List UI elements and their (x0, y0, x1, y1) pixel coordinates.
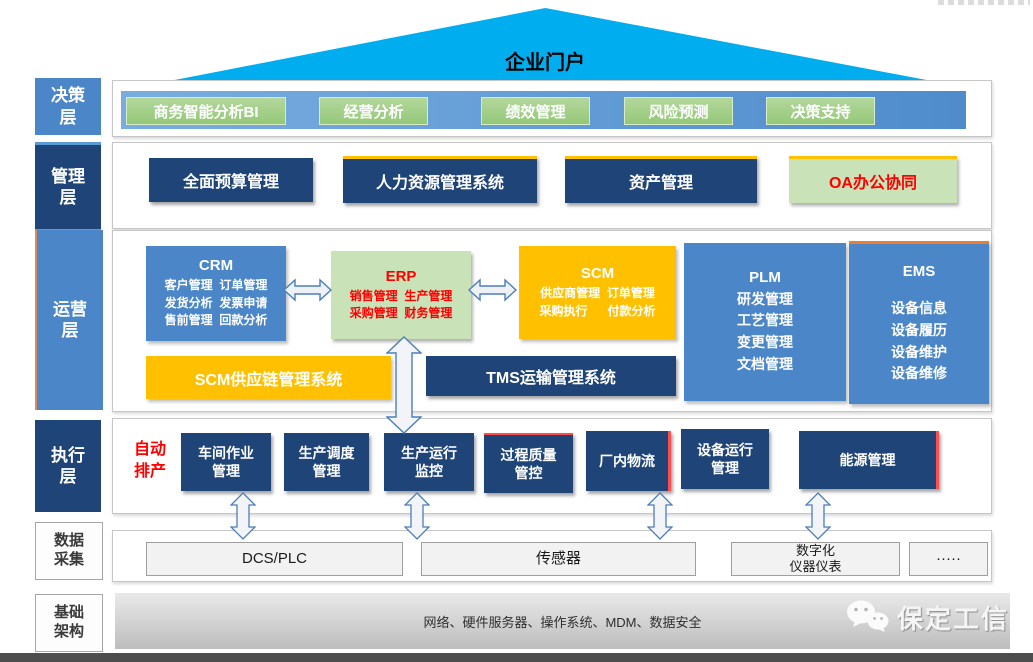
crm-title: CRM (198, 257, 234, 275)
ems-line: 设备履历 (891, 321, 947, 338)
ems-box: EMS 设备信息 设备履历 设备维护 设备维修 (849, 241, 989, 404)
erp-box: ERP 销售管理 生产管理 采购管理 财务管理 (331, 251, 471, 339)
exec-equipment: 设备运行 管理 (681, 429, 769, 489)
wechat-icon (847, 600, 889, 632)
erp-line: 销售管理 生产管理 (349, 288, 453, 303)
digital-instrument-box: 数字化 仪器仪表 (731, 542, 900, 576)
plm-title: PLM (749, 268, 781, 286)
ems-line: 设备信息 (891, 300, 947, 317)
plm-line: 变更管理 (737, 334, 793, 350)
layer-label-management: 管理 层 (35, 142, 101, 232)
sensor-box: 传感器 (421, 542, 696, 576)
exec-data-double-arrow-icon (805, 492, 831, 540)
exec-data-double-arrow-icon (647, 492, 673, 540)
crm-erp-double-arrow-icon (283, 278, 332, 302)
brand-logo: 保定工信 (845, 598, 1009, 636)
crm-line: 售前管理 回款分析 (164, 313, 268, 328)
data-collection-row: DCS/PLC 传感器 数字化 仪器仪表 ····· (112, 530, 992, 582)
brand-name: 保定工信 (897, 603, 1010, 634)
bottom-strip (0, 653, 1033, 662)
layer-label-infrastructure: 基础 架构 (35, 594, 103, 652)
plm-line: 研发管理 (737, 290, 793, 307)
decision-strip: 商务智能分析BI 经营分析 绩效管理 风险预测 决策支持 (121, 91, 966, 129)
exec-data-double-arrow-icon (230, 492, 256, 540)
execution-row: 自动 排产 车间作业 管理 生产调度 管理 生产运行 监控 过程质量 管控 厂内… (112, 418, 992, 514)
decision-item-support: 决策支持 (766, 97, 875, 125)
layer-label-data-collection: 数据 采集 (35, 522, 103, 580)
mgmt-budget: 全面预算管理 (149, 158, 313, 202)
infrastructure-text: 网络、硬件服务器、操作系统、MDM、数据安全 (423, 614, 702, 630)
operation-row: CRM 客户管理 订单管理 发货分析 发票申请 售前管理 回款分析 ERP 销售… (112, 230, 992, 412)
mgmt-hr: 人力资源管理系统 (343, 156, 537, 203)
scm-system-bar: SCM供应链管理系统 (146, 356, 391, 399)
decision-row: 商务智能分析BI 经营分析 绩效管理 风险预测 决策支持 (112, 80, 992, 137)
erp-execution-double-arrow-icon (386, 336, 422, 434)
mgmt-oa: OA办公协同 (789, 156, 957, 203)
crm-line: 发货分析 发票申请 (164, 295, 268, 310)
crm-box: CRM 客户管理 订单管理 发货分析 发票申请 售前管理 回款分析 (146, 246, 286, 341)
decision-item-bi: 商务智能分析BI (126, 97, 286, 125)
scm-box: SCM 供应商管理 订单管理 采购执行 付款分析 (519, 246, 676, 339)
exec-monitor: 生产运行 监控 (384, 433, 474, 491)
decision-item-kpi: 绩效管理 (481, 97, 590, 125)
exec-energy: 能源管理 (799, 431, 939, 489)
layer-label-decision: 决策 层 (35, 78, 101, 135)
plm-line: 文档管理 (737, 355, 793, 372)
decision-item-biz: 经营分析 (319, 97, 428, 125)
erp-scm-double-arrow-icon (468, 278, 517, 302)
mgmt-asset: 资产管理 (565, 156, 757, 203)
exec-workshop: 车间作业 管理 (181, 433, 271, 491)
erp-line: 采购管理 财务管理 (349, 306, 453, 320)
auto-scheduling-label: 自动 排产 (133, 441, 166, 480)
scm-line: 采购执行 付款分析 (539, 303, 656, 318)
plm-box: PLM 研发管理 工艺管理 变更管理 文档管理 (684, 243, 846, 401)
ellipsis-box: ····· (909, 542, 988, 576)
crm-line: 客户管理 订单管理 (164, 278, 268, 293)
watermark (938, 0, 1030, 5)
scm-title: SCM (580, 265, 615, 283)
decision-item-risk: 风险预测 (624, 97, 733, 125)
exec-quality: 过程质量 管控 (484, 433, 573, 493)
ems-line: 设备维护 (891, 343, 947, 360)
exec-data-double-arrow-icon (404, 492, 430, 540)
dcs-plc-box: DCS/PLC (146, 542, 403, 576)
erp-title: ERP (385, 267, 417, 285)
scm-line: 供应商管理 订单管理 (540, 286, 655, 301)
plm-line: 工艺管理 (737, 312, 793, 329)
tms-system-bar: TMS运输管理系统 (426, 356, 676, 396)
ems-title: EMS (902, 263, 936, 281)
ems-line: 设备维修 (891, 365, 947, 382)
layer-label-execution: 执行 层 (35, 420, 101, 512)
layer-label-operation: 运营 层 (35, 230, 103, 410)
exec-logistics: 厂内物流 (586, 431, 671, 491)
management-row: 全面预算管理 人力资源管理系统 资产管理 OA办公协同 (112, 142, 992, 229)
exec-dispatch: 生产调度 管理 (284, 433, 369, 491)
portal-title: 企业门户 (505, 52, 585, 74)
